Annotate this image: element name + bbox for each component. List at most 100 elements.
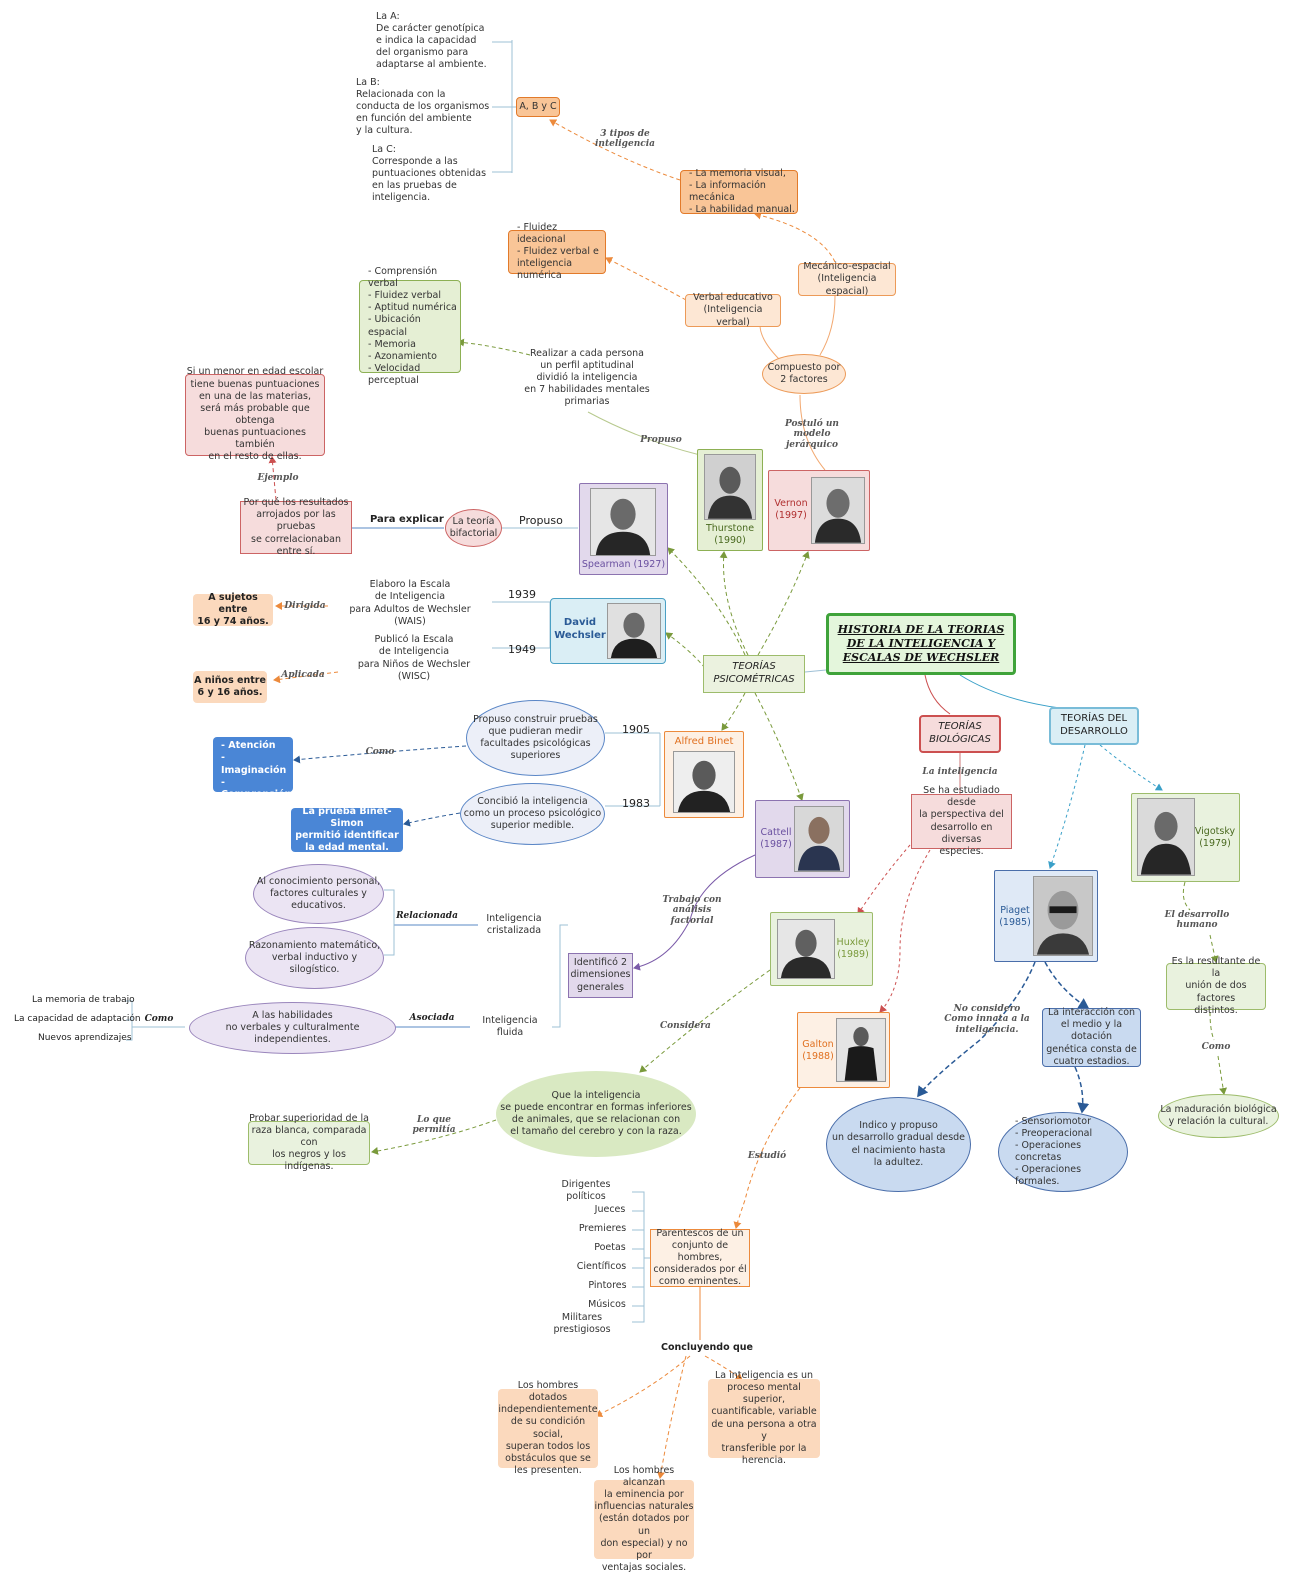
galton-parentescos: Parentescos de un conjunto de hombres, c… bbox=[650, 1228, 750, 1287]
thurstone-propuso-label: Propuso bbox=[640, 435, 682, 445]
spearman-propuso-label: Propuso bbox=[519, 514, 563, 527]
year-1949: 1949 bbox=[508, 643, 536, 656]
vigotsky-label: Vigotsky (1979) bbox=[1194, 825, 1236, 849]
main-title: HISTORIA DE LA TEORIAS DE LA INTELIGENCI… bbox=[826, 613, 1016, 675]
branch-psicometricas: TEORÍAS PSICOMÉTRICAS bbox=[703, 655, 805, 693]
binet-photo bbox=[673, 751, 735, 813]
cattell-identifico: Identificó 2 dimensiones generales bbox=[568, 953, 633, 998]
galton-item-8-text: Militares prestigiosos bbox=[553, 1311, 611, 1335]
spearman-ejemplo-text: Si un menor en edad escolar tiene buenas… bbox=[185, 366, 325, 463]
vigotsky-photo bbox=[1137, 798, 1195, 876]
branch-biologicas: TEORÍAS BIOLÓGICAS bbox=[919, 715, 1001, 753]
vernon-type-c: La C: Corresponde a las puntuaciones obt… bbox=[346, 142, 492, 206]
mecanico-node: Mecánico-espacial (Inteligencia espacial… bbox=[798, 261, 896, 297]
estudio-label: Estudió bbox=[747, 1151, 787, 1161]
cattell-item-1: La memoria de trabajo bbox=[32, 995, 135, 1005]
spearman-ejemplo-label: Ejemplo bbox=[257, 473, 299, 483]
cattell-conocimiento: Al conocimiento personal, factores cultu… bbox=[253, 864, 384, 924]
cattell-fluida-text: Inteligencia fluida bbox=[482, 1014, 538, 1038]
verbal-node: Verbal educativo (Inteligencia verbal) bbox=[685, 292, 781, 328]
binet-pruebas: Propuso construir pruebas que pudieran m… bbox=[466, 700, 605, 776]
piaget-indico: Indico y propuso un desarrollo gradual d… bbox=[826, 1097, 971, 1192]
vigotsky-como-label: Como bbox=[1201, 1042, 1231, 1052]
thurstone-photo bbox=[704, 454, 756, 520]
vernon-type-b-text: La B: Relacionada con la conducta de los… bbox=[356, 76, 490, 137]
binet-prueba: La prueba Binet-Simon permitió identific… bbox=[291, 806, 403, 853]
la-inteligencia-label: La inteligencia bbox=[922, 767, 998, 777]
wais-text: Elaboro la Escala de Inteligencia para A… bbox=[349, 579, 471, 627]
cattell-cristalizada-text: Inteligencia cristalizada bbox=[486, 912, 542, 936]
branch-desarrollo: TEORÍAS DEL DESARROLLO bbox=[1049, 707, 1139, 745]
dirigida-label: Dirigida bbox=[284, 601, 326, 611]
no-considero-label: No considero Como innata a la inteligenc… bbox=[944, 1004, 1030, 1035]
galton-conclusion-3: Los hombres alcanzan la eminencia por in… bbox=[594, 1464, 694, 1574]
vernon-type-a: La A: De carácter genotípica e indica la… bbox=[350, 9, 492, 73]
huxley-label: Huxley (1989) bbox=[836, 936, 870, 960]
cattell-como-label: Como bbox=[144, 1014, 174, 1024]
piaget-interaccion: La interacción con el medio y la dotació… bbox=[1042, 1007, 1141, 1067]
author-vernon: Vernon (1997) bbox=[768, 470, 870, 551]
postulo-label: Postuló un modelo jerárquico bbox=[785, 419, 839, 450]
piaget-photo bbox=[1033, 876, 1093, 956]
huxley-inferiores: Que la inteligencia se puede encontrar e… bbox=[496, 1071, 696, 1157]
cattell-habilidades: A las habilidades no verbales y cultural… bbox=[189, 1002, 396, 1054]
author-piaget: Piaget (1985) bbox=[994, 870, 1098, 962]
bio-estudiado: Se ha estudiado desde la perspectiva del… bbox=[911, 785, 1012, 857]
compuesto-node: Compuesto por 2 factores bbox=[762, 354, 846, 394]
year-1905: 1905 bbox=[622, 723, 650, 736]
galton-item-5-text: Científicos bbox=[576, 1260, 627, 1272]
galton-item-6-text: Pintores bbox=[588, 1279, 627, 1291]
wisc-text: Publicó la Escala de Inteligencia para N… bbox=[357, 634, 471, 682]
wechsler-label: David Wechsler bbox=[554, 617, 606, 641]
piaget-label: Piaget (1985) bbox=[999, 904, 1031, 928]
galton-item-4: Poetas bbox=[590, 1240, 630, 1256]
binet-como-label: Como bbox=[365, 747, 395, 757]
author-huxley: Huxley (1989) bbox=[770, 912, 873, 986]
galton-item-1: Dirigentes políticos bbox=[541, 1179, 631, 1202]
cattell-item-3: Nuevos aprendizajes bbox=[38, 1033, 132, 1043]
wisc-node: Publicó la Escala de Inteligencia para N… bbox=[346, 633, 482, 684]
galton-conclusion-2: La inteligencia es un proceso mental sup… bbox=[708, 1370, 820, 1466]
adultos-node: A sujetos entre 16 y 74 años. bbox=[193, 592, 273, 627]
galton-item-2: Jueces bbox=[590, 1202, 630, 1218]
vernon-label: Vernon (1997) bbox=[774, 497, 808, 521]
vigotsky-resultante: Es la resultante de la unión de dos fact… bbox=[1166, 956, 1266, 1016]
galton-item-3: Premieres bbox=[574, 1221, 631, 1237]
vernon-type-c-text: La C: Corresponde a las puntuaciones obt… bbox=[372, 143, 487, 204]
author-galton: Galton (1988) bbox=[797, 1012, 890, 1088]
wechsler-photo bbox=[607, 603, 661, 659]
galton-item-7-text: Músicos bbox=[588, 1298, 626, 1310]
vigotsky-maduracion: La maduración biológica y relación la cu… bbox=[1158, 1094, 1279, 1138]
fluidez-node: - Fluidez ideacional - Fluidez verbal e … bbox=[508, 222, 606, 281]
desarrollo-humano-label: El desarrollo humano bbox=[1164, 910, 1230, 931]
cattell-cristalizada: Inteligencia cristalizada bbox=[478, 911, 550, 939]
year-1983: 1983 bbox=[622, 797, 650, 810]
author-thurstone: Thurstone (1990) bbox=[697, 449, 763, 551]
piaget-estadios: - Sensoriomotor - Preoperacional - Opera… bbox=[998, 1112, 1128, 1192]
thurstone-habilidades: - Comprensión verbal - Fluidez verbal - … bbox=[359, 266, 461, 386]
lo-que-label: Lo que permitía bbox=[412, 1115, 456, 1136]
cattell-photo bbox=[794, 806, 844, 872]
relacionada-label: Relacionada bbox=[396, 911, 458, 921]
galton-photo bbox=[836, 1018, 886, 1082]
binet-facultades: - Memoria - Atención - Imaginación - Com… bbox=[213, 728, 293, 800]
author-vigotsky: Vigotsky (1979) bbox=[1131, 793, 1240, 882]
tipos-label: 3 tipos de inteligencia bbox=[595, 129, 655, 150]
galton-item-2-text: Jueces bbox=[594, 1203, 626, 1215]
wais-node: Elaboro la Escala de Inteligencia para A… bbox=[340, 578, 480, 629]
memoria-node: - La memoria visual, - La información me… bbox=[680, 168, 798, 215]
galton-item-1-text: Dirigentes políticos bbox=[561, 1178, 611, 1202]
huxley-probar: Probar superioridad de la raza blanca, c… bbox=[248, 1112, 370, 1173]
year-1939: 1939 bbox=[508, 588, 536, 601]
thurstone-perfil-text: Realizar a cada persona un perfil aptitu… bbox=[524, 347, 650, 408]
concluyendo-label: Concluyendo que bbox=[661, 1342, 753, 1353]
cattell-label: Cattell (1987) bbox=[760, 826, 792, 850]
vernon-photo bbox=[811, 477, 865, 544]
binet-concibio: Concibió la inteligencia como un proceso… bbox=[460, 783, 605, 845]
galton-item-4-text: Poetas bbox=[594, 1241, 626, 1253]
galton-item-3-text: Premieres bbox=[578, 1222, 627, 1234]
vernon-type-a-text: La A: De carácter genotípica e indica la… bbox=[376, 10, 487, 71]
cattell-trabajo-label: Trabajo con análisis factorial bbox=[662, 895, 722, 926]
cattell-razonamiento: Razonamiento matemático, verbal inductiv… bbox=[245, 927, 384, 989]
